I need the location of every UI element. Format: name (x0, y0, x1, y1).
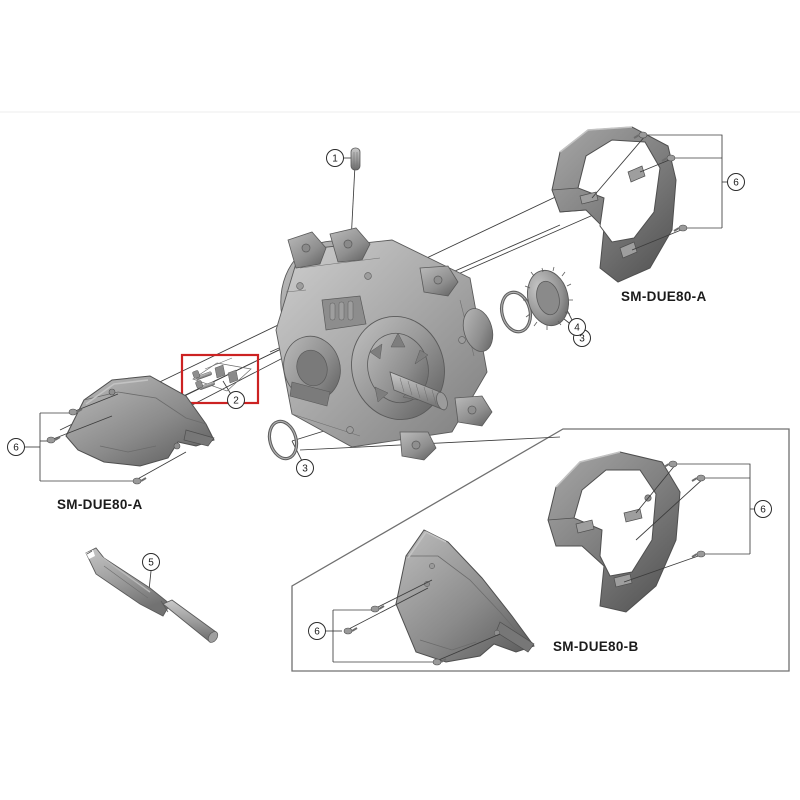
callout-3-right-number: 3 (579, 334, 585, 345)
drive-unit-body (275, 227, 494, 461)
screw-group-lower-right (623, 460, 755, 583)
installation-tool-part (85, 547, 219, 643)
cover-shell-sm-due80-a (65, 375, 215, 467)
callout-6a-number: 6 (733, 178, 739, 189)
bolt-set-part (192, 357, 252, 392)
cover-ring-sm-due80-b (547, 451, 681, 613)
screw-icon (68, 408, 83, 416)
cover-shell-sm-due80-b (395, 529, 535, 663)
callout-6-upper-right[interactable]: 6 (727, 173, 745, 191)
callout-2[interactable]: 2 (227, 391, 245, 409)
screw-icon (661, 154, 676, 162)
callout-5-tool[interactable]: 5 (142, 553, 160, 571)
part-label-sm-due80-a-top: SM-DUE80-A (621, 289, 707, 304)
screw-icon (343, 627, 358, 635)
screw-group-lower-left (326, 579, 501, 666)
screw-group-left (25, 393, 187, 485)
callout-6-lower-left[interactable]: 6 (308, 622, 326, 640)
screw-icon (432, 658, 447, 666)
screw-icon (673, 224, 688, 232)
o-ring-left-part (267, 419, 299, 461)
screw-icon (691, 474, 706, 482)
callout-6-left[interactable]: 6 (7, 438, 25, 456)
screw-icon (132, 477, 147, 485)
screw-icon (633, 131, 648, 139)
callout-1-number: 1 (332, 154, 338, 165)
callout-1[interactable]: 1 (326, 149, 344, 167)
screw-icon (370, 605, 385, 613)
part-label-sm-due80-b: SM-DUE80-B (553, 639, 639, 654)
fixing-pin-part (350, 147, 361, 171)
callout-6c-number: 6 (760, 505, 766, 516)
screw-icon (691, 550, 706, 558)
screw-icon (663, 460, 678, 468)
callout-6b-number: 6 (13, 443, 19, 454)
part-label-sm-due80-a-bottom: SM-DUE80-A (57, 497, 143, 512)
callout-6d-number: 6 (314, 627, 320, 638)
callout-6-lower-right[interactable]: 6 (754, 500, 772, 518)
callout-bubbles: 1 2 3 4 3 5 (7, 149, 772, 640)
highlight-box-bolt-set (180, 353, 260, 405)
screw-icon (46, 436, 61, 444)
o-ring-right-part (499, 290, 533, 334)
callout-5-number: 5 (148, 558, 154, 569)
group-box-sm-due80-b (291, 428, 790, 672)
splined-lockring-part (523, 266, 573, 330)
screw-group-upper-right (591, 131, 728, 251)
callout-2-number: 2 (233, 396, 239, 407)
callout-4-number: 4 (574, 323, 580, 334)
callout-4-lockring[interactable]: 4 (568, 318, 586, 336)
cover-ring-sm-due80-a (551, 126, 677, 283)
callout-3-left-number: 3 (302, 464, 308, 475)
callout-3-left[interactable]: 3 (296, 459, 314, 477)
